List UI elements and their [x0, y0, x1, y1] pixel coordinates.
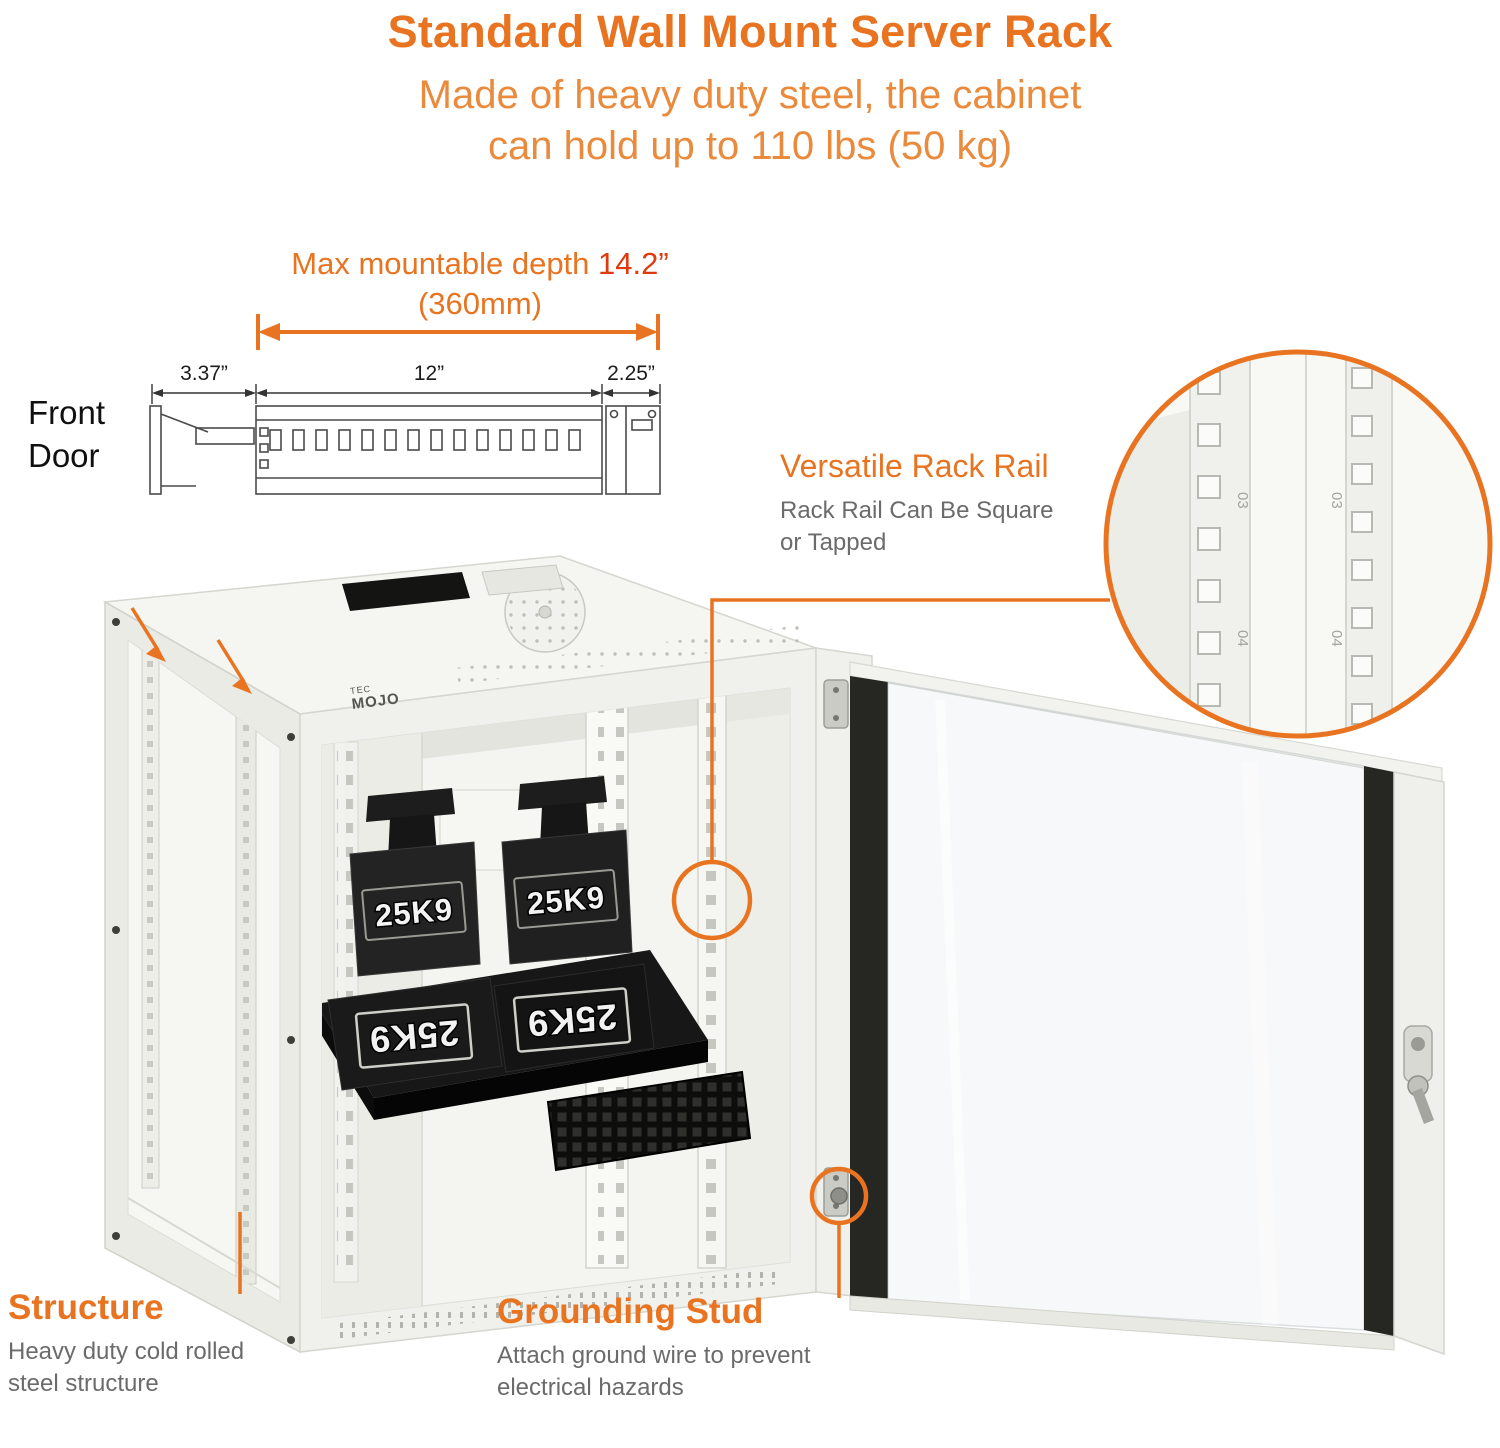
page-subtitle: Made of heavy duty steel, the cabinet ca…: [0, 70, 1500, 172]
weight-upright-right: 25K9: [501, 776, 633, 965]
front-door-assembly: [815, 647, 1445, 1356]
svg-text:25K9: 25K9: [525, 996, 618, 1045]
weight-label: 25K9: [354, 1003, 474, 1069]
structure-title: Structure: [8, 1288, 164, 1327]
callout-grounding: Grounding Stud Attach ground wire to pre…: [497, 1292, 811, 1403]
left-frame-arrows: [130, 607, 252, 694]
brand-mojo: MOJO: [351, 690, 401, 713]
depth-label-line: Max mountable depth 14.2”: [160, 244, 800, 284]
door-lock: [1403, 1025, 1434, 1124]
brand-mark: TEC MOJO: [350, 684, 401, 713]
subtitle-line-1: Made of heavy duty steel, the cabinet: [418, 73, 1082, 117]
magnifier: 03 04 03 04: [1103, 349, 1493, 739]
weight-label: 25K9: [513, 868, 619, 930]
dim-label-right: 2.25”: [607, 362, 655, 385]
cross-section-drawing: 3.37” 12” 2.25”: [149, 362, 661, 495]
front-door-label: Front Door: [28, 392, 105, 478]
rack-rail-desc-line-1: Rack Rail Can Be Square: [780, 497, 1054, 524]
magnifier-ring: [1103, 349, 1493, 739]
dim-label-mid: 12”: [414, 362, 444, 385]
page-title: Standard Wall Mount Server Rack: [387, 6, 1113, 57]
depth-callout: Max mountable depth 14.2” (360mm): [160, 244, 800, 325]
floor-vent-grid: [546, 1070, 752, 1172]
cabinet-body-section: [255, 405, 603, 495]
depth-arrow: [256, 314, 660, 350]
front-door-line-2: Door: [28, 436, 100, 474]
bottom-perforated-strip: [332, 1268, 778, 1340]
hinge-top: [823, 679, 849, 729]
dim-label-left: 3.37”: [180, 362, 228, 385]
svg-text:03: 03: [1328, 492, 1345, 509]
weight-flat-left: 25K9: [327, 977, 503, 1091]
page-header: Standard Wall Mount Server Rack Made of …: [0, 6, 1500, 172]
front-door-profile: [149, 405, 255, 495]
grounding-desc-line-1: Attach ground wire to prevent: [497, 1342, 811, 1369]
server-cabinet: 25K9 25K9 25K9: [102, 555, 817, 1354]
cabinet-interior: 25K9 25K9 25K9: [322, 688, 790, 1318]
structure-desc-line-1: Heavy duty cold rolled: [8, 1338, 245, 1365]
depth-label-value: 14.2”: [598, 246, 669, 281]
grounding-desc: Attach ground wire to prevent electrical…: [497, 1340, 811, 1403]
svg-text:25K9: 25K9: [367, 1012, 460, 1061]
rail-unit-numbers: 03 04 03 04: [1234, 492, 1345, 647]
callout-connectors: [130, 598, 1110, 1298]
front-door-line-1: Front: [28, 394, 106, 431]
weight-label: 25K9: [512, 987, 632, 1053]
depth-label-mm: (360mm): [417, 286, 542, 322]
weight-label: 25K9: [361, 880, 467, 942]
rail-holes-left: [1197, 371, 1221, 707]
grounding-title: Grounding Stud: [497, 1292, 764, 1331]
callout-rack-rail: Versatile Rack Rail Rack Rail Can Be Squ…: [780, 448, 1053, 560]
rack-rail-desc-line-2: or Tapped: [780, 529, 887, 557]
weight-upright-left: 25K9: [349, 788, 481, 977]
door-bottom-rail: [849, 1295, 1395, 1351]
rack-rail-connector: [710, 598, 1110, 862]
svg-text:25K9: 25K9: [374, 892, 455, 934]
grounding-desc-line-2: electrical hazards: [497, 1373, 684, 1401]
grounding-highlight-ring: [809, 1166, 869, 1226]
svg-text:04: 04: [1234, 630, 1251, 647]
magnifier-content: 03 04 03 04: [1108, 354, 1488, 734]
brand-tec: TEC: [350, 684, 372, 696]
rail-holes-right: [1351, 367, 1373, 725]
door-right-gasket: [1364, 766, 1394, 1336]
vent-slots: [269, 429, 581, 451]
weight-flat-right: 25K9: [493, 963, 655, 1073]
top-perforation-band: [455, 625, 806, 684]
depth-label-prefix: Max mountable depth: [291, 246, 599, 281]
rear-bracket-section: [605, 405, 661, 495]
svg-text:03: 03: [1234, 492, 1251, 509]
glass-sheen: [935, 699, 970, 1301]
top-cable-cutout: [342, 572, 470, 611]
structure-desc: Heavy duty cold rolled steel structure: [8, 1336, 244, 1399]
callout-structure: Structure Heavy duty cold rolled steel s…: [8, 1288, 244, 1399]
door-left-gasket: [850, 676, 888, 1302]
grounding-stud: [830, 1187, 848, 1205]
glass-sheen: [1242, 761, 1278, 1326]
svg-text:25K9: 25K9: [526, 880, 607, 922]
rack-rail-highlight-ring: [671, 859, 753, 941]
top-cable-panel: [481, 564, 564, 596]
rack-rail-title: Versatile Rack Rail: [780, 448, 1049, 484]
dimension-lines: [151, 384, 661, 404]
svg-text:04: 04: [1328, 630, 1345, 647]
subtitle-line-2: can hold up to 110 lbs (50 kg): [487, 124, 1013, 169]
rack-rail-desc: Rack Rail Can Be Square or Tapped: [780, 495, 1053, 560]
structure-desc-line-2: steel structure: [8, 1369, 159, 1397]
